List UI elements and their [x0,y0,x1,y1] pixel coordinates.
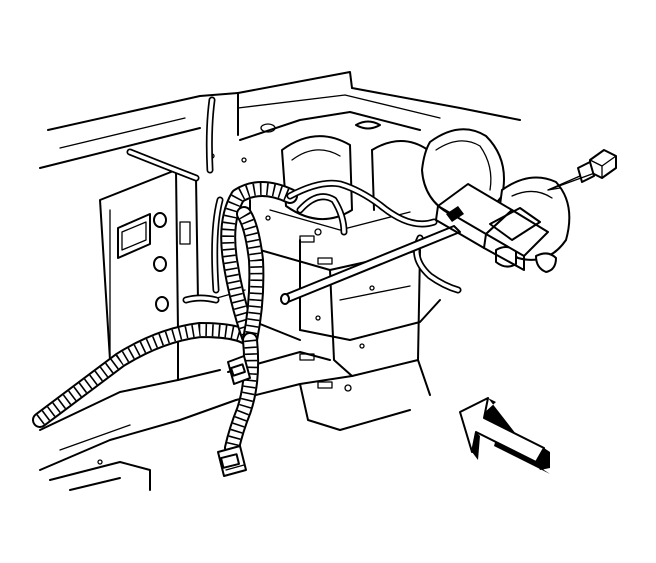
view-direction-arrow [459,397,550,474]
horn-bracket [435,183,549,271]
wiring-harness [32,96,462,456]
electrical-connector [217,355,251,477]
bolt [547,149,617,191]
